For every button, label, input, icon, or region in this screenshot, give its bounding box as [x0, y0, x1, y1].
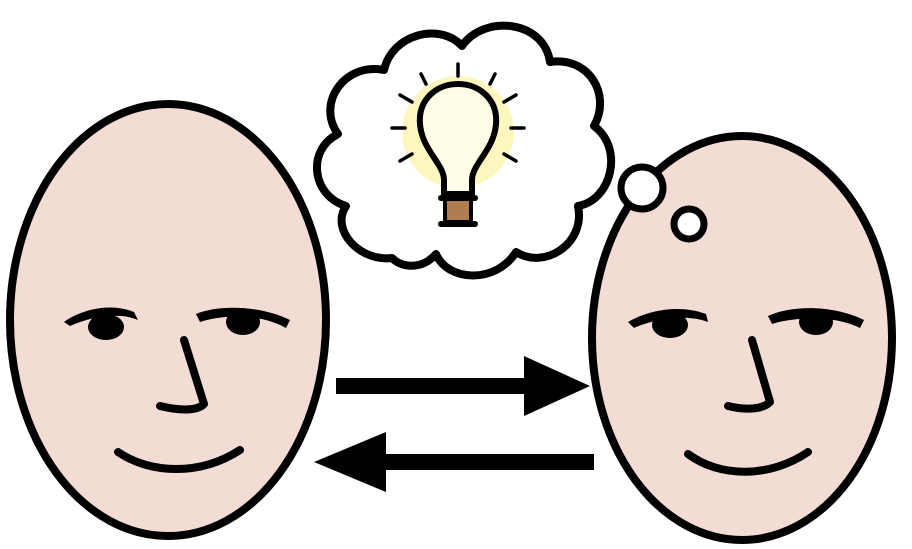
- smiling-face-icon: [10, 104, 326, 536]
- tiny-thought-bubble: [674, 209, 704, 239]
- arrow-left-icon: [314, 432, 594, 492]
- thinking-face-icon: [592, 136, 892, 540]
- small-thought-bubble: [621, 167, 663, 209]
- thought-cloud-icon: [317, 26, 611, 276]
- bulb-base: [445, 198, 471, 222]
- arrow-right-icon: [336, 356, 590, 416]
